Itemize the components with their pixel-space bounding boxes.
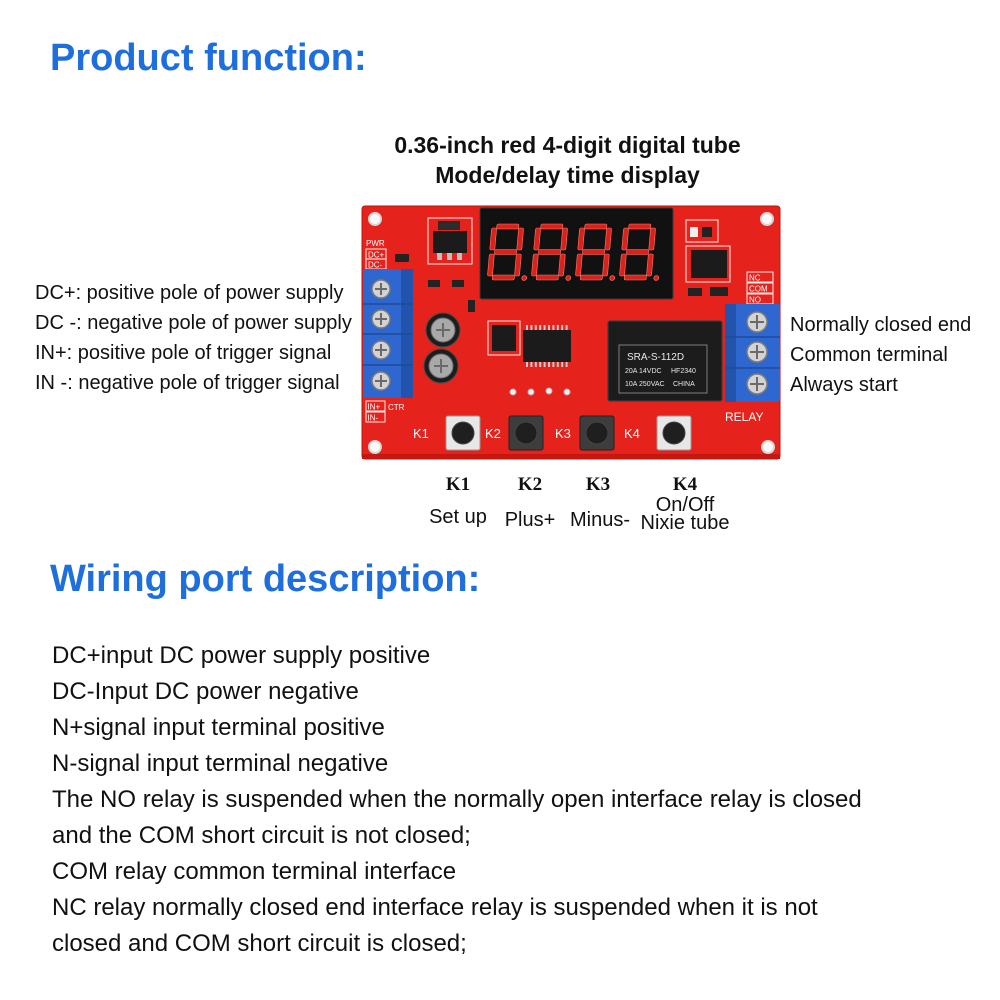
terminal-screw — [371, 371, 391, 391]
relay-module-board: PWR DC+ DC- IN+ IN- CTR — [361, 205, 781, 460]
relay-rating-ac: 10A 250VAC — [625, 381, 665, 388]
silk-in-plus: IN+ — [368, 403, 381, 412]
key-k1-button — [445, 415, 481, 451]
silk-in-minus: IN- — [368, 414, 379, 423]
electrolytic-capacitor — [425, 312, 461, 348]
test-pad — [563, 388, 571, 396]
silk-no: NO — [749, 296, 761, 305]
power-led — [395, 254, 409, 262]
key-k2-id: K2 — [517, 474, 543, 495]
product-function-title: Product function: — [50, 37, 367, 79]
diode — [710, 287, 728, 296]
input-terminal-block — [363, 269, 413, 398]
key-k3-id: K3 — [585, 474, 611, 495]
terminal-screw — [746, 373, 768, 395]
silk-box — [365, 400, 386, 412]
wiring-port-title: Wiring port description: — [50, 558, 481, 600]
silk-box — [365, 411, 386, 423]
key-k2-function: Plus+ — [504, 509, 556, 531]
key-k4-id: K4 — [672, 474, 698, 495]
mounting-hole — [368, 212, 382, 226]
four-digit-display — [479, 207, 674, 300]
right-terminal-labels: Normally closed end Common terminal Alwa… — [790, 310, 971, 400]
test-pad — [509, 388, 517, 396]
terminal-screw — [371, 279, 391, 299]
silk-ctr: CTR — [388, 403, 405, 412]
silk-dc-plus: DC+ — [368, 251, 385, 260]
key-k1-function: Set up — [429, 506, 487, 528]
voltage-regulator — [427, 217, 473, 265]
key-k4-function-line2: Nixie tube — [640, 512, 730, 534]
terminal-screw — [371, 340, 391, 360]
silk-nc: NC — [749, 274, 761, 283]
wiring-line: DC+input DC power supply positive — [52, 642, 431, 669]
silk-k1: K1 — [413, 426, 429, 441]
left-terminal-labels: DC+: positive pole of power supply DC -:… — [35, 278, 352, 398]
wiring-line: NC relay normally closed end interface r… — [52, 894, 818, 921]
key-k4-button — [656, 415, 692, 451]
silk-k2: K2 — [485, 426, 501, 441]
electrolytic-capacitor — [423, 348, 459, 384]
mounting-hole — [760, 212, 774, 226]
label-no: Always start — [790, 374, 898, 396]
smd-resistor — [452, 280, 464, 287]
relay-origin: CHINA — [673, 381, 695, 388]
key-k3-function: Minus- — [569, 509, 630, 531]
label-in-plus: IN+: positive pole of trigger signal — [35, 342, 332, 364]
optocoupler — [685, 245, 731, 283]
label-com: Common terminal — [790, 344, 948, 366]
smd-resistor — [428, 280, 440, 287]
relay-rating-dc: 20A 14VDC — [625, 368, 662, 375]
terminal-screw — [746, 311, 768, 333]
smd-resistor — [688, 288, 702, 296]
silk-com: COM — [749, 285, 768, 294]
wiring-line: COM relay common terminal interface — [52, 858, 457, 885]
pcb-edge — [362, 454, 780, 459]
relay-model: SRA-S-112D — [627, 352, 684, 363]
transistor — [487, 320, 521, 356]
label-dc-minus: DC -: negative pole of power supply — [35, 312, 352, 334]
key-k3-button — [579, 415, 615, 451]
microcontroller-chip — [523, 325, 571, 367]
terminal-screw — [746, 341, 768, 363]
key-k4-function-line1: On/Off — [655, 494, 715, 516]
label-in-minus: IN -: negative pole of trigger signal — [35, 372, 340, 394]
display-caption: 0.36-inch red 4-digit digital tube Mode/… — [355, 130, 780, 190]
wiring-line: closed and COM short circuit is closed; — [52, 930, 467, 957]
wiring-description: DC+input DC power supply positive DC-Inp… — [52, 638, 862, 962]
silk-k3: K3 — [555, 426, 571, 441]
silk-box — [746, 282, 774, 294]
test-pad — [545, 387, 553, 395]
mounting-hole — [368, 440, 382, 454]
mounting-hole — [761, 440, 775, 454]
silk-box — [746, 271, 774, 283]
wiring-line: and the COM short circuit is not closed; — [52, 822, 471, 849]
relay-code: HF2340 — [671, 368, 696, 375]
smd-resistor — [468, 300, 475, 312]
wiring-line: The NO relay is suspended when the norma… — [52, 786, 862, 813]
silk-relay: RELAY — [725, 410, 763, 424]
test-pad — [527, 388, 535, 396]
display-caption-line2: Mode/delay time display — [435, 162, 700, 188]
label-dc-plus: DC+: positive pole of power supply — [35, 282, 344, 304]
status-leds — [685, 219, 719, 243]
key-k1-id: K1 — [445, 474, 471, 495]
wiring-line: N-signal input terminal negative — [52, 750, 389, 777]
silk-k4: K4 — [624, 426, 640, 441]
key-k4-function: On/Off Nixie tube — [630, 494, 740, 534]
relay: SRA-S-112D 20A 14VDC HF2340 10A 250VAC C… — [607, 320, 723, 402]
silk-pwr: PWR — [366, 239, 385, 248]
display-caption-line1: 0.36-inch red 4-digit digital tube — [394, 132, 741, 158]
wiring-line: DC-Input DC power negative — [52, 678, 359, 705]
terminal-screw — [371, 309, 391, 329]
silk-dc-minus: DC- — [368, 261, 383, 270]
wiring-line: N+signal input terminal positive — [52, 714, 385, 741]
label-nc: Normally closed end — [790, 314, 972, 336]
key-k2-button — [508, 415, 544, 451]
